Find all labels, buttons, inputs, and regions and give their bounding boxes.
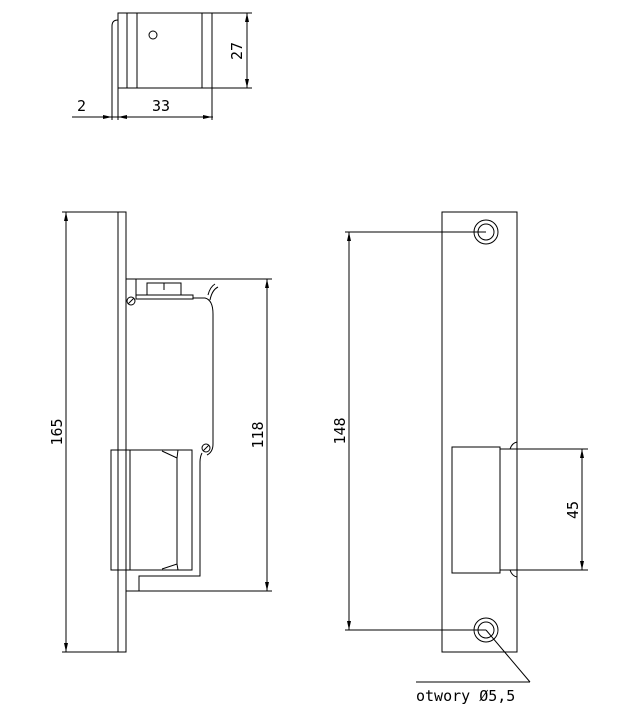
dim-27: 27 — [228, 42, 246, 60]
dim-165: 165 — [48, 418, 66, 445]
top-view: 27 2 33 — [72, 12, 252, 120]
dim-45: 45 — [564, 501, 582, 519]
dim-148: 148 — [331, 417, 349, 444]
front-view: 148 45 otwory Ø5,5 — [331, 211, 588, 705]
side-view: 165 118 — [48, 211, 272, 653]
hole-icon — [148, 30, 158, 40]
dim-2: 2 — [77, 97, 86, 115]
dim-33: 33 — [152, 97, 170, 115]
dim-118: 118 — [249, 421, 267, 448]
holes-note: otwory Ø5,5 — [416, 687, 515, 705]
